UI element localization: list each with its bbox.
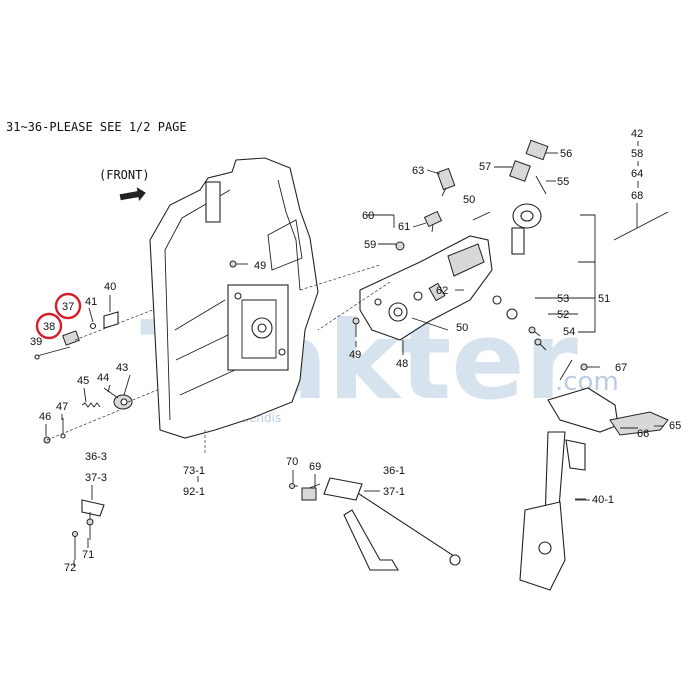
callout-49-lower: 49 [349,349,361,361]
front-label: (FRONT) [99,168,150,182]
callout-38: 38 [43,321,55,333]
callout-70: 70 [286,456,298,468]
callout-37: 37 [62,301,74,313]
callout-71: 71 [82,549,94,561]
main-panel-frame [149,157,381,455]
small-lever [72,499,105,560]
highlight-ring-38 [35,312,63,340]
callout-50-lower: 50 [456,322,468,334]
callout-51: 51 [598,293,610,305]
front-arrow-icon [119,187,146,202]
callout-61: 61 [398,221,410,233]
callout-42: 42 [631,128,643,140]
steering-column [519,359,669,591]
callout-46: 46 [39,411,51,423]
callout-43: 43 [116,362,128,374]
callout-41: 41 [85,296,97,308]
callout-64: 64 [631,168,643,180]
screw-49-lower [352,317,360,337]
callout-40: 40 [104,281,116,293]
callout-60: 60 [362,210,374,222]
callout-48: 48 [396,358,408,370]
callout-47: 47 [56,401,68,413]
callout-58: 58 [631,148,643,160]
callout-67: 67 [615,362,627,374]
callout-66: 66 [637,428,649,440]
callout-52: 52 [557,309,569,321]
callout-59: 59 [364,239,376,251]
cable-tie-68 [613,211,669,241]
callout-39: 39 [30,336,42,348]
callout-68: 68 [631,190,643,202]
callout-44: 44 [97,372,109,384]
callout-36-3: 36-3 [85,451,107,463]
highlight-ring-37 [54,292,82,320]
grommet-59 [395,241,405,251]
dash-bracket-assembly [317,235,493,341]
callout-36-1: 36-1 [383,465,405,477]
callout-40-1: 40-1 [592,494,614,506]
callout-72: 72 [64,562,76,574]
key-switch-group [492,139,596,351]
screw-49-upper [229,260,248,268]
callout-50-upper: 50 [463,194,475,206]
connector-63 [436,167,456,197]
callout-56: 56 [560,148,572,160]
header-note: 31~36-PLEASE SEE 1/2 PAGE [6,120,187,134]
callout-65: 65 [669,420,681,432]
callouts: 37 38 39 40 41 43 44 45 46 47 49 49 50 5… [30,128,681,574]
callout-45: 45 [77,375,89,387]
rods-50 [411,211,491,331]
callout-54: 54 [563,326,575,338]
callout-92-1: 92-1 [183,486,205,498]
callout-37-3: 37-3 [85,472,107,484]
callout-55: 55 [557,176,569,188]
callout-53: 53 [557,293,569,305]
callout-73-1: 73-1 [183,465,205,477]
sensor-61 [423,210,443,233]
callout-69: 69 [309,461,321,473]
callout-63: 63 [412,165,424,177]
plug-62 [428,282,446,302]
callout-62: 62 [436,285,448,297]
callout-49-upper: 49 [254,260,266,272]
pedal-shaft [289,477,461,571]
callout-37-1: 37-1 [383,486,405,498]
callout-57: 57 [479,161,491,173]
